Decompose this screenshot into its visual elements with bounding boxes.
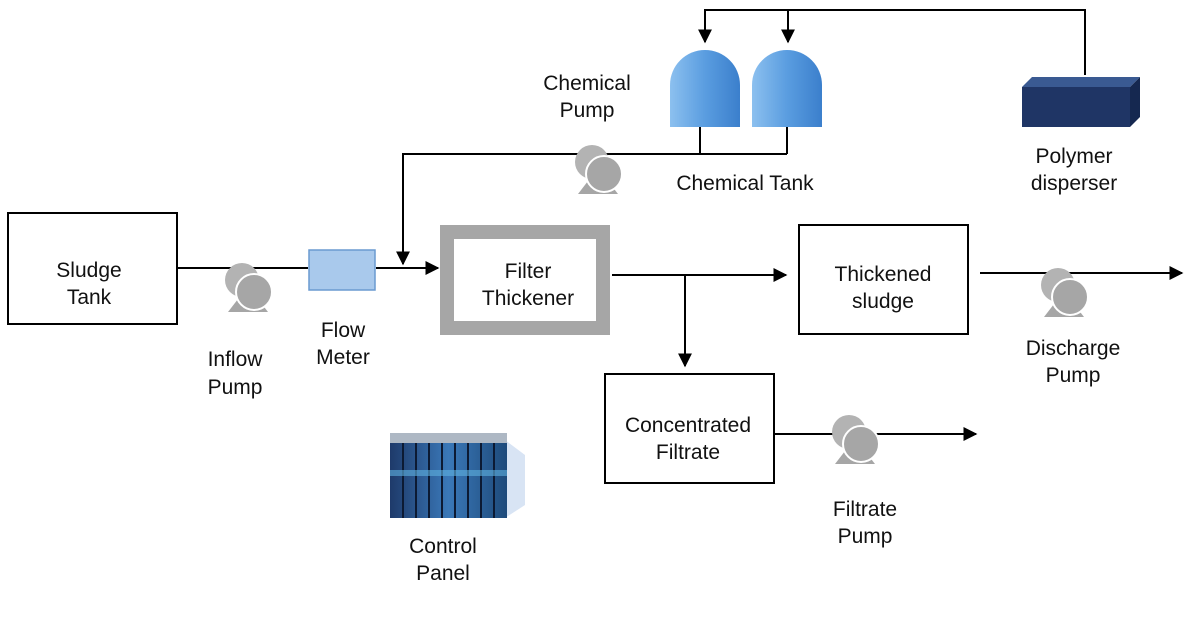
filter-thickener-box: [454, 239, 596, 321]
chemical-pump-icon: [574, 144, 623, 195]
thickened-sludge-label-1: Thickened: [835, 263, 932, 286]
polymer-disperser-label-1: Polymer: [1035, 145, 1112, 168]
chemical-pump-label-1: Chemical: [543, 72, 631, 95]
flow-meter-label-1: Flow: [321, 319, 366, 342]
concentrated-filtrate-label-1: Concentrated: [625, 414, 751, 437]
filter-thickener-label-1: Filter: [505, 260, 552, 283]
filter-thickener-label-2: Thickener: [482, 287, 574, 310]
sludge-tank-label-2: Tank: [67, 286, 112, 309]
pipe-polymer-to-tank1: [698, 9, 1086, 75]
filtrate-pump-label-2: Pump: [838, 525, 893, 548]
thickened-sludge-label-2: sludge: [852, 290, 914, 313]
flow-meter-label-2: Meter: [316, 346, 370, 369]
chemical-tank-icon: [752, 50, 822, 127]
control-panel-icon: [390, 433, 525, 518]
concentrated-filtrate-box: [604, 373, 775, 484]
discharge-pump-label-2: Pump: [1046, 364, 1101, 387]
control-panel-label-2: Panel: [416, 562, 470, 585]
discharge-pump-icon: [1040, 267, 1089, 318]
inflow-pump-label-2: Pump: [208, 376, 263, 399]
chemical-pump-label-2: Pump: [560, 99, 615, 122]
polymer-disperser-icon: [1022, 77, 1140, 127]
control-panel-label-1: Control: [409, 535, 477, 558]
chemical-tank-label: Chemical Tank: [676, 172, 814, 195]
filtrate-pump-label-1: Filtrate: [833, 498, 897, 521]
discharge-pump-label-1: Discharge: [1026, 337, 1121, 360]
concentrated-filtrate-label-2: Filtrate: [656, 441, 720, 464]
polymer-disperser-label-2: disperser: [1031, 172, 1117, 195]
thickened-sludge-box: [798, 224, 969, 335]
sludge-tank-box: [7, 212, 178, 325]
inflow-pump-label-1: Inflow: [208, 348, 264, 371]
flow-lines: [178, 9, 1184, 441]
pipe-chemical-feed: [396, 125, 701, 266]
flow-meter-icon: [308, 249, 376, 291]
sludge-tank-label-1: Sludge: [56, 259, 121, 282]
chemical-tank-icon: [670, 50, 740, 127]
filtrate-pump-icon: [831, 414, 880, 465]
inflow-pump-icon: [224, 262, 273, 313]
